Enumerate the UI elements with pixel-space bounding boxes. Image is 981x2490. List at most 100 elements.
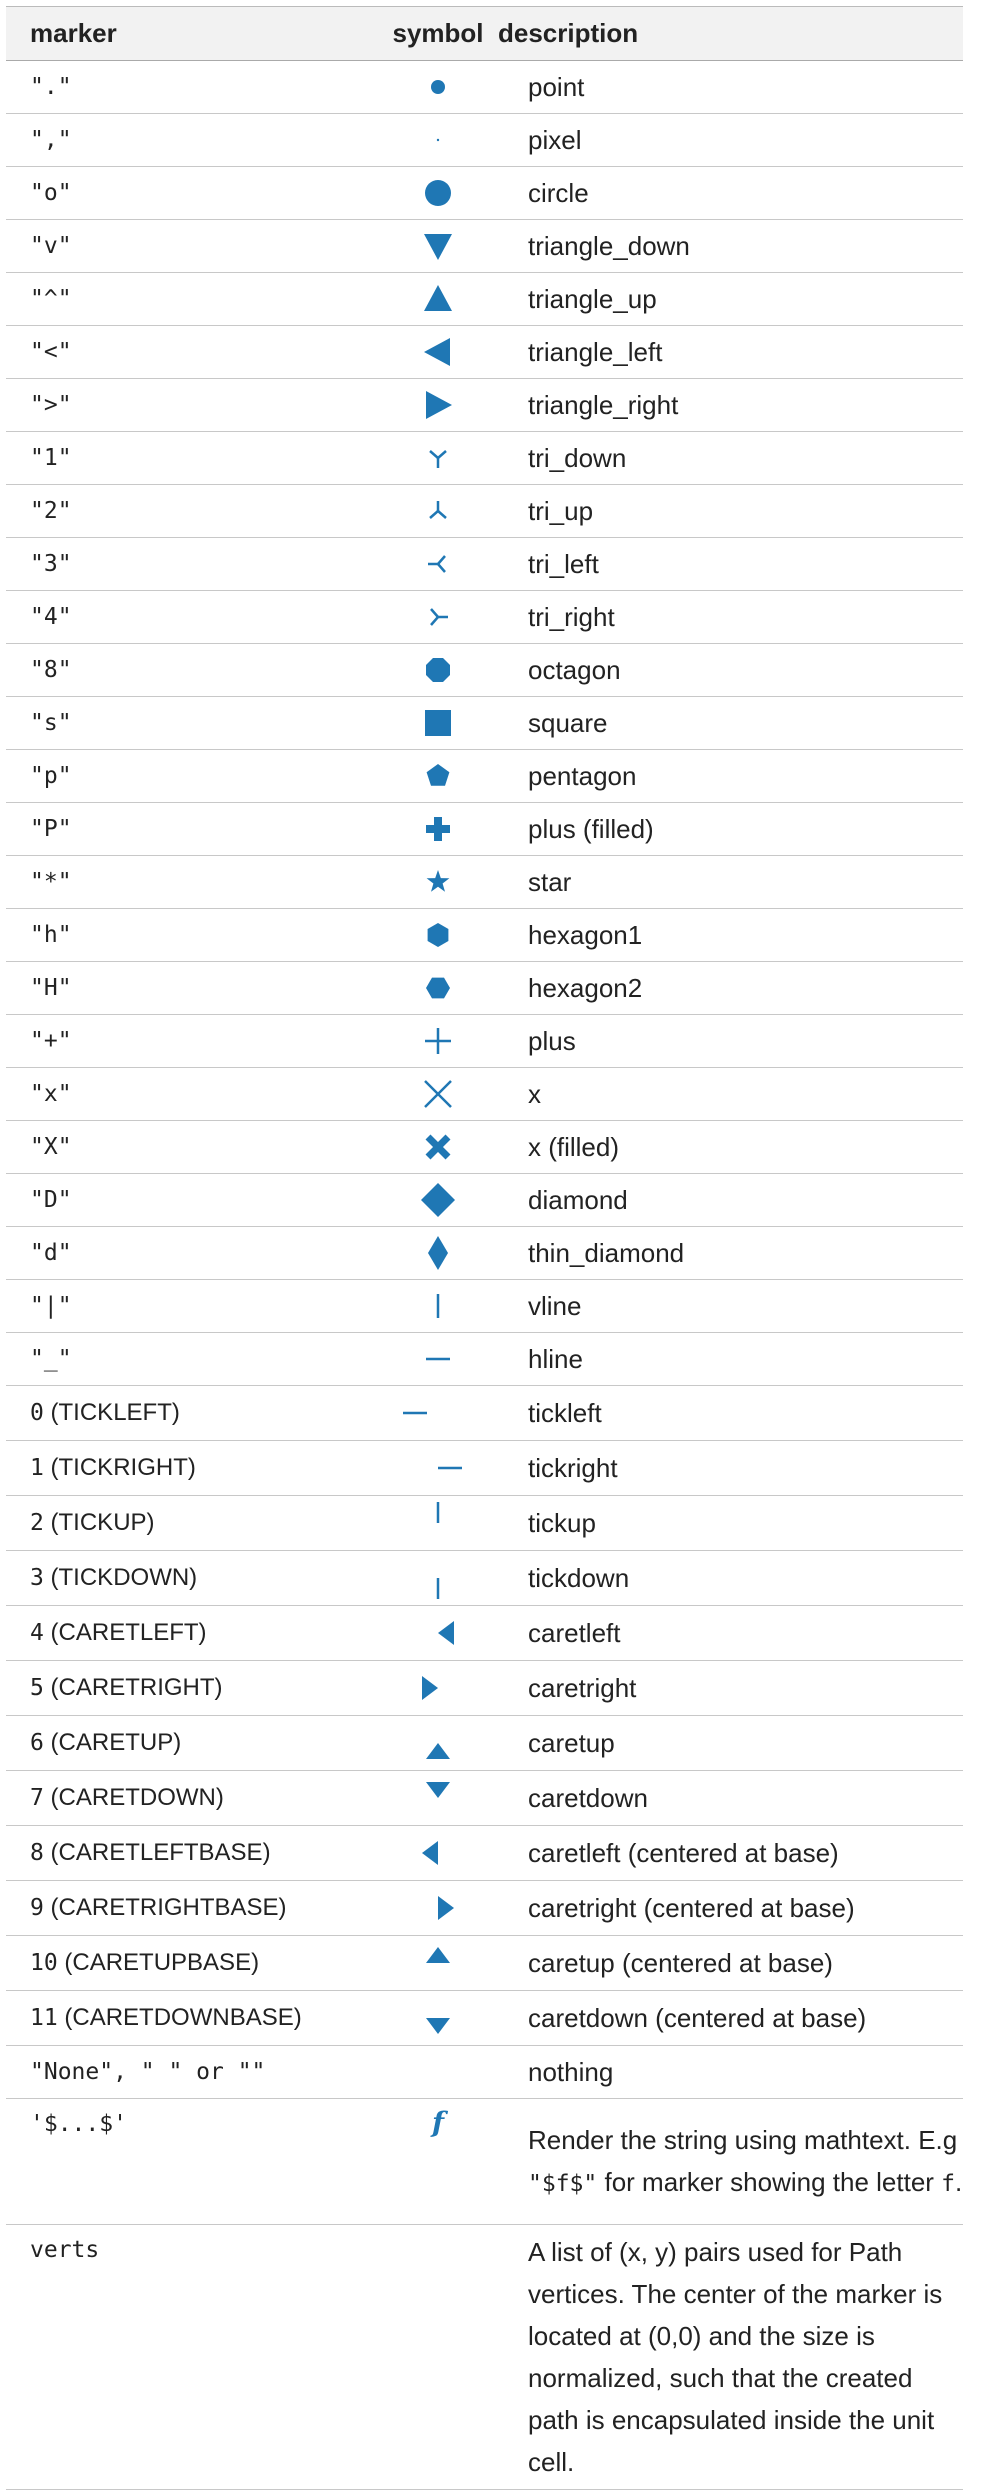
symbol-cell	[378, 2224, 498, 2490]
table-row: 2 (TICKUP) tickup	[6, 1495, 963, 1551]
circle-marker-icon	[425, 180, 451, 206]
description-text: hline	[528, 1344, 583, 1374]
description-text: caretright	[528, 1673, 637, 1703]
description-cell: caretup (centered at base)	[498, 1935, 963, 1991]
marker-code: "d"	[30, 1240, 72, 1266]
table-row: ">"triangle_right	[6, 378, 963, 432]
tri-down-marker-icon	[429, 450, 447, 468]
none-marker-icon	[378, 2229, 498, 2269]
table-row: 9 (CARETRIGHTBASE)caretright (centered a…	[6, 1880, 963, 1936]
description-cell: tickup	[498, 1495, 963, 1551]
table-row: "8"octagon	[6, 643, 963, 697]
description-text: for marker showing the letter	[597, 2166, 942, 2197]
marker-cell: "_"	[6, 1332, 378, 1386]
marker-code: "<"	[30, 339, 72, 365]
description-cell: tickright	[498, 1440, 963, 1496]
header-marker: marker	[6, 6, 378, 61]
symbol-cell	[378, 1279, 498, 1333]
description-text: .	[955, 2166, 963, 2197]
caretleft-marker-icon	[438, 1621, 454, 1645]
marker-code: "v"	[30, 233, 72, 259]
hline-marker-icon	[426, 1357, 450, 1361]
table-row: "+" plus	[6, 1014, 963, 1068]
marker-code: 10	[30, 1950, 58, 1976]
table-row: "X"x (filled)	[6, 1120, 963, 1174]
marker-cell: 7 (CARETDOWN)	[6, 1770, 378, 1826]
description-text: hexagon1	[528, 920, 643, 950]
triangle-down-marker-icon	[424, 234, 452, 260]
symbol-cell	[378, 1880, 498, 1936]
marker-code: "."	[30, 74, 72, 100]
symbol-cell	[378, 1385, 498, 1441]
symbol-cell	[378, 696, 498, 750]
triangle-right-marker-icon	[426, 391, 452, 419]
symbol-cell	[378, 908, 498, 962]
description-cell: plus	[498, 1014, 963, 1068]
header-symbol: symbol	[378, 6, 498, 61]
marker-code: 7	[30, 1785, 44, 1811]
marker-code: "X"	[30, 1134, 72, 1160]
description-text: plus (filled)	[528, 814, 654, 844]
marker-code: "x"	[30, 1081, 72, 1107]
pentagon-marker-icon	[426, 764, 450, 786]
symbol-cell	[378, 1226, 498, 1280]
caretleftbase-marker-icon	[422, 1841, 438, 1865]
marker-code: "+"	[30, 1028, 72, 1054]
marker-cell: "1"	[6, 431, 378, 485]
description-text: tickup	[528, 1508, 596, 1538]
symbol-cell	[378, 537, 498, 591]
description-text: caretup	[528, 1728, 615, 1758]
table-row: "P" plus (filled)	[6, 802, 963, 856]
description-cell: thin_diamond	[498, 1226, 963, 1280]
description-cell: nothing	[498, 2045, 963, 2099]
none-marker-icon	[378, 2046, 498, 2098]
symbol-cell	[378, 1067, 498, 1121]
description-cell: pixel	[498, 113, 963, 167]
symbol-cell	[378, 60, 498, 114]
description-cell: tri_left	[498, 537, 963, 591]
symbol-cell	[378, 1120, 498, 1174]
marker-cell: "h"	[6, 908, 378, 962]
description-cell: tri_down	[498, 431, 963, 485]
description-cell: hline	[498, 1332, 963, 1386]
description-text: tri_down	[528, 443, 627, 473]
symbol-cell: f	[378, 2098, 498, 2225]
marker-code: "*"	[30, 869, 72, 895]
marker-cell: "P"	[6, 802, 378, 856]
marker-cell: "None", " " or ""	[6, 2045, 378, 2099]
caretdownbase-marker-icon	[426, 2018, 450, 2034]
symbol-cell	[378, 272, 498, 326]
mathtext-f-marker-icon: f	[430, 2106, 449, 2139]
tri-right-marker-icon	[430, 608, 448, 626]
symbol-cell	[378, 113, 498, 167]
symbol-cell	[378, 749, 498, 803]
symbol-cell	[378, 643, 498, 697]
tickleft-marker-icon	[403, 1411, 427, 1415]
table-row: "1" tri_down	[6, 431, 963, 485]
symbol-cell	[378, 1935, 498, 1991]
marker-cell: 0 (TICKLEFT)	[6, 1385, 378, 1441]
marker-cell: '$...$'	[6, 2098, 378, 2225]
marker-cell: 8 (CARETLEFTBASE)	[6, 1825, 378, 1881]
description-cell: tickdown	[498, 1550, 963, 1606]
thin-diamond-marker-icon	[428, 1236, 448, 1270]
marker-cell: verts	[6, 2224, 378, 2490]
marker-constant-name: (CARETLEFT)	[43, 1619, 207, 1646]
description-cell: triangle_up	[498, 272, 963, 326]
caretright-marker-icon	[422, 1676, 438, 1700]
description-text: hexagon2	[528, 973, 643, 1003]
marker-code: "3"	[30, 551, 72, 577]
marker-constant-name: (TICKDOWN)	[43, 1564, 198, 1591]
table-row: "v"triangle_down	[6, 219, 963, 273]
description-text: vline	[528, 1291, 582, 1321]
marker-code: "h"	[30, 922, 72, 948]
marker-cell: 2 (TICKUP)	[6, 1495, 378, 1551]
symbol-cell	[378, 961, 498, 1015]
tickright-marker-icon	[438, 1466, 462, 1470]
marker-cell: 6 (CARETUP)	[6, 1715, 378, 1771]
triangle-up-marker-icon	[424, 285, 452, 311]
tickdown-marker-icon	[436, 1578, 440, 1599]
marker-code: '$...$'	[30, 2111, 127, 2137]
